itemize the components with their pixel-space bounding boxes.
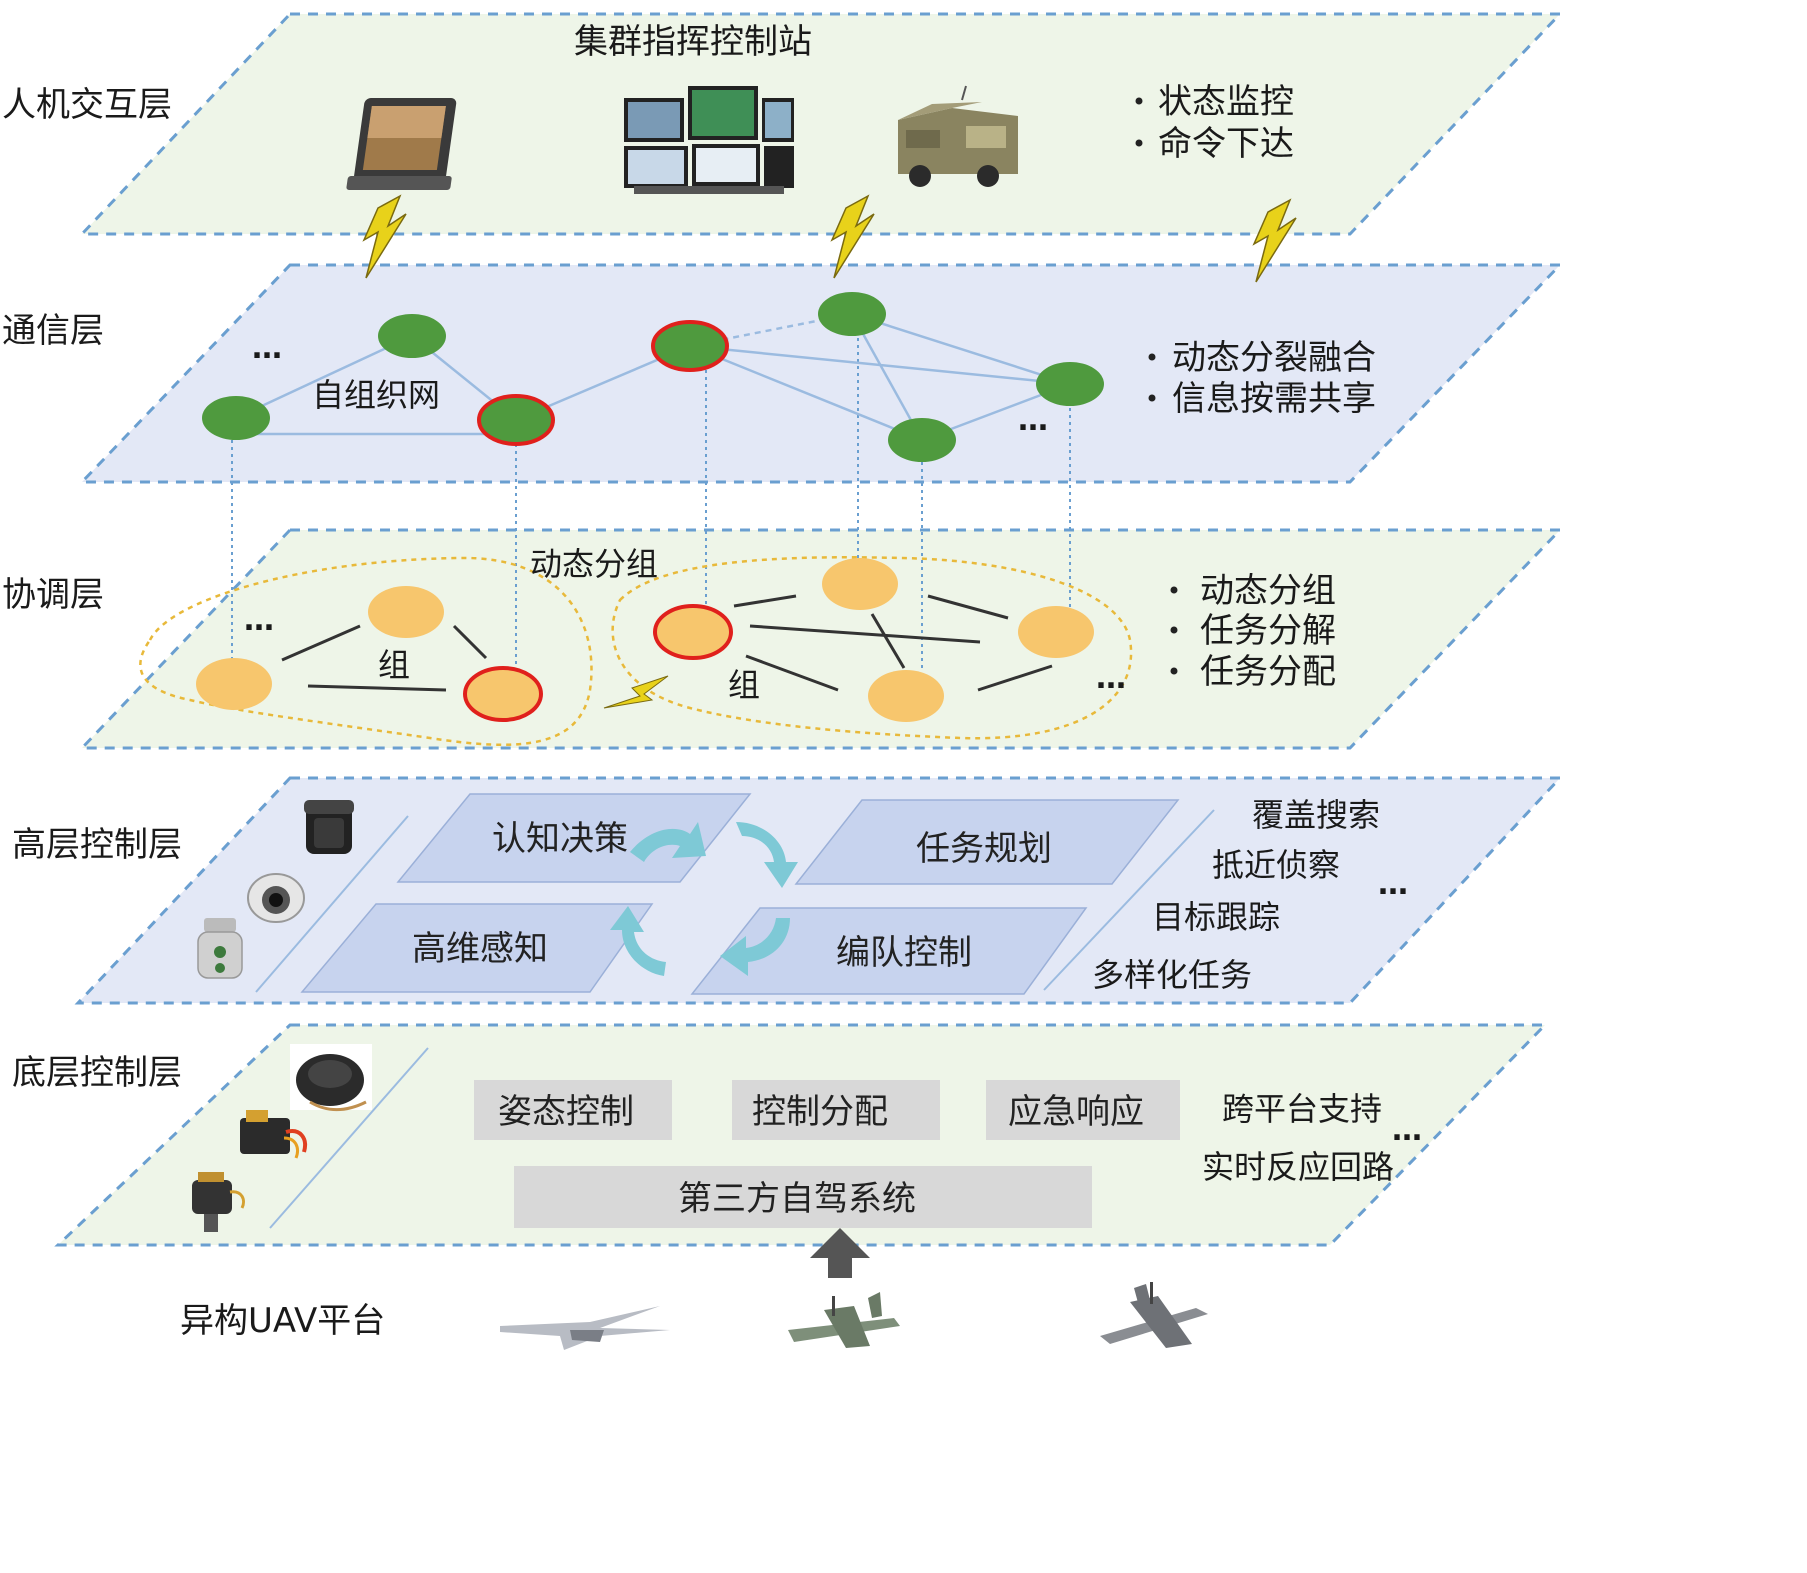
task-target-tracking: 目标跟踪 [1152, 898, 1280, 936]
low-layer-ellipsis: … [1392, 1113, 1422, 1148]
dome-camera-icon [304, 800, 354, 854]
coord-bullets: 动态分组 任务分解 任务分配 [1170, 571, 1336, 692]
third-party-autopilot-label: 第三方自驾系统 [678, 1179, 916, 1219]
group-label-left: 组 [378, 646, 410, 684]
emergency-response-label: 应急响应 [1008, 1092, 1144, 1132]
coord-layer-label: 协调层 [2, 575, 104, 615]
agent-node-highlighted [463, 666, 543, 722]
coord-bullet-1: 动态分组 [1200, 571, 1336, 611]
uav-swarm-architecture-diagram: 人机交互层 通信层 协调层 高层控制层 底层控制层 集群指挥控制站 [2, 12, 1564, 1350]
low-layer-supports: 跨平台支持 … 实时反应回路 [1202, 1090, 1422, 1186]
hmi-bullet-2: 命令下达 [1158, 124, 1294, 164]
perception-label: 高维感知 [412, 929, 548, 969]
control-allocation-label: 控制分配 [752, 1092, 888, 1132]
agent-node [822, 558, 898, 610]
mission-task-list: 覆盖搜索 抵近侦察 目标跟踪 多样化任务 … [1092, 796, 1408, 994]
hmi-bullets: 状态监控 命令下达 [1135, 82, 1294, 164]
network-node-highlighted [651, 320, 729, 372]
fixed-wing-uav-3-icon [1100, 1282, 1208, 1348]
agent-node [196, 658, 272, 710]
rugged-tablet-icon [346, 98, 457, 190]
comm-bullet-1: 动态分裂融合 [1172, 338, 1376, 378]
comm-bullet-2: 信息按需共享 [1172, 379, 1376, 419]
coord-ellipsis-right: … [1096, 661, 1126, 696]
mission-planning-label: 任务规划 [916, 829, 1052, 869]
comm-layer-plane [78, 263, 1564, 484]
high-layer-divider-right [1043, 809, 1215, 991]
gps-puck-icon [290, 1044, 372, 1111]
servo-motor-icon [240, 1110, 307, 1159]
perception-module-box [300, 903, 654, 993]
group-links [281, 594, 1053, 692]
network-node-highlighted [477, 394, 555, 446]
heterogeneous-uav-platform-label: 异构UAV平台 [180, 1301, 385, 1341]
electric-motor-icon [192, 1172, 245, 1232]
control-allocation-box [732, 1080, 940, 1140]
comm-layer-label: 通信层 [2, 311, 104, 351]
comm-bullets: 动态分裂融合 信息按需共享 [1148, 338, 1376, 419]
high-layer-divider-left [255, 815, 409, 993]
task-ellipsis: … [1378, 867, 1408, 902]
task-diverse-missions: 多样化任务 [1092, 956, 1252, 994]
group-boundary-right [611, 556, 1133, 740]
formation-control-label: 编队控制 [836, 933, 972, 973]
wireless-link-icon [1252, 198, 1297, 283]
network-node [378, 314, 446, 358]
task-coverage-search: 覆盖搜索 [1252, 796, 1380, 834]
agent-node [868, 670, 944, 722]
dynamic-grouping-label: 动态分组 [530, 545, 658, 583]
autopilot-box [514, 1166, 1092, 1228]
hmi-bullet-1: 状态监控 [1158, 82, 1294, 122]
agent-node [368, 586, 444, 638]
inter-group-link-icon [603, 675, 669, 709]
multi-monitor-console-icon [624, 86, 794, 194]
attitude-control-box [474, 1080, 672, 1140]
task-close-recon: 抵近侦察 [1212, 846, 1340, 884]
network-node [202, 396, 270, 440]
low-layer-divider [269, 1047, 429, 1229]
low-layer-label: 底层控制层 [12, 1053, 182, 1093]
coord-nodes [196, 558, 1094, 722]
wireless-link-icon [830, 194, 875, 279]
network-node [818, 292, 886, 336]
upward-data-flow-arrow [810, 1228, 870, 1278]
planning-module-box [794, 799, 1180, 885]
command-vehicle-icon [898, 85, 1018, 187]
control-station-title: 集群指挥控制站 [574, 22, 812, 62]
ad-hoc-network-label: 自组织网 [312, 376, 440, 414]
coord-ellipsis-left: … [244, 603, 274, 638]
cross-platform-support-label: 跨平台支持 [1222, 1090, 1382, 1128]
attitude-control-label: 姿态控制 [498, 1092, 634, 1132]
coord-layer-plane [78, 528, 1564, 750]
emergency-response-box [986, 1080, 1180, 1140]
group-label-right: 组 [728, 666, 760, 704]
realtime-loop-label: 实时反应回路 [1202, 1148, 1394, 1186]
cognition-decision-label: 认知决策 [492, 819, 628, 859]
wireless-link-icon [362, 194, 407, 279]
comm-ellipsis-right: … [1018, 403, 1048, 438]
formation-module-box [690, 907, 1088, 995]
coord-bullet-3: 任务分配 [1200, 652, 1336, 692]
agent-node-highlighted [653, 604, 733, 660]
network-node [888, 418, 956, 462]
group-boundary-left [139, 556, 593, 746]
comm-nodes [202, 292, 1104, 462]
fixed-wing-uav-1-icon [500, 1306, 670, 1350]
network-node [1036, 362, 1104, 406]
hmi-layer-plane [78, 12, 1564, 236]
coord-bullet-2: 任务分解 [1200, 611, 1336, 651]
agent-node [1018, 606, 1094, 658]
security-camera-icon [247, 873, 305, 923]
high-layer-label: 高层控制层 [12, 825, 182, 865]
control-cycle-arrows-icon [610, 822, 798, 976]
comm-ellipsis-left: … [252, 331, 282, 366]
hmi-layer-label: 人机交互层 [2, 85, 172, 125]
fixed-wing-uav-2-icon [788, 1292, 900, 1348]
cognition-module-box [396, 793, 752, 883]
gimbal-camera-icon [197, 918, 243, 979]
